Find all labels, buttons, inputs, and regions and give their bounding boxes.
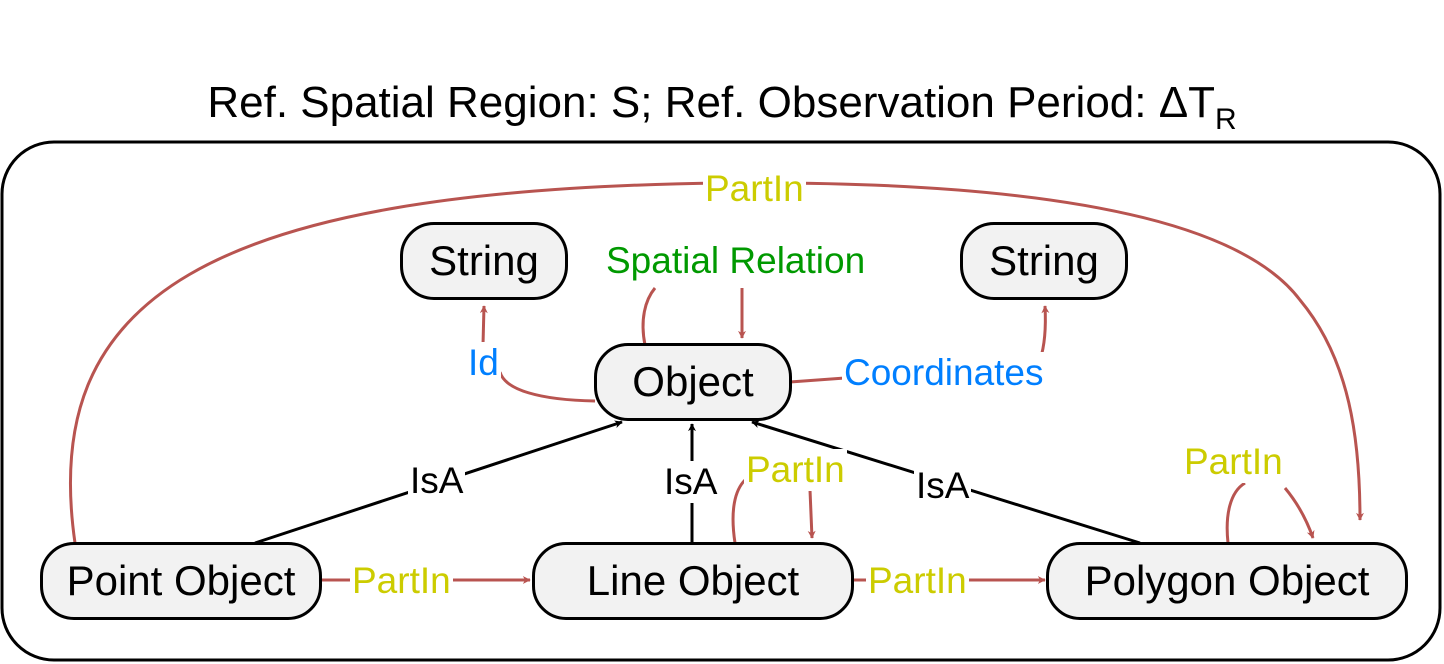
label-partin-line-self: PartIn [744,449,847,491]
edge-coordinates-left [789,376,846,384]
edge-line-self-out [731,478,747,544]
edge-polygon-self-out [1225,481,1246,544]
edge-partin-point-polygon [68,181,1364,544]
label-spatial-relation: Spatial Relation [604,240,868,282]
node-polygon-object: Polygon Object [1046,542,1408,620]
label-coordinates: Coordinates [842,352,1046,394]
edge-line-self-in [807,489,816,539]
label-partin-line-polygon: PartIn [866,560,969,602]
label-isa-polygon: IsA [914,465,972,507]
label-id: Id [466,342,501,384]
node-line-object: Line Object [532,542,854,620]
reference-container [0,140,1442,662]
node-string-right: String [960,222,1128,300]
edge-id-upper [479,305,488,346]
label-isa-line: IsA [662,461,720,503]
label-isa-point: IsA [408,460,466,502]
label-partin-polygon-self: PartIn [1182,441,1285,483]
edge-id-lower [498,371,596,403]
edge-spatial-relation-out [641,287,657,346]
label-partin-top: PartIn [703,168,806,210]
label-partin-point-line: PartIn [350,560,453,602]
edge-polygon-self-in [1283,487,1315,539]
title-text: Ref. Spatial Region: S; Ref. Observation… [207,78,1215,127]
diagram-title: Ref. Spatial Region: S; Ref. Observation… [0,78,1444,136]
node-object: Object [594,343,792,421]
title-subscript: R [1214,103,1237,136]
node-string-left: String [400,222,568,300]
node-point-object: Point Object [40,542,322,620]
